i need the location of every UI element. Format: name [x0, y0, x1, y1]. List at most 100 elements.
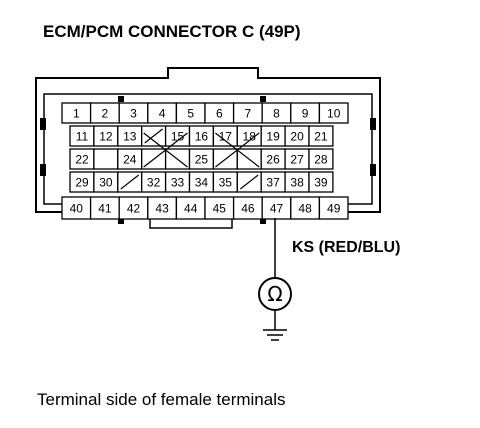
terminal-label: 26 [266, 153, 280, 167]
terminal-38: 38 [284, 171, 310, 193]
terminal-17: 17 [212, 125, 238, 147]
terminal-label: 34 [195, 176, 209, 190]
terminal-label: 10 [327, 107, 341, 121]
terminal-label: 42 [127, 202, 141, 216]
terminal-22: 22 [69, 148, 95, 170]
terminal-label: 43 [155, 202, 169, 216]
terminal-label: 5 [187, 107, 194, 121]
terminal-27: 27 [284, 148, 310, 170]
terminal-label: 11 [76, 130, 89, 144]
blocked-cavity-mark [120, 174, 140, 190]
terminal-label: 41 [98, 202, 112, 216]
terminal-40: 40 [61, 196, 92, 220]
ground-icon [263, 310, 287, 341]
ohmmeter-icon: Ω [258, 277, 292, 311]
terminal-empty [93, 148, 119, 170]
terminal-6: 6 [204, 102, 235, 124]
terminal-20: 20 [284, 125, 310, 147]
terminal-label: 44 [184, 202, 198, 216]
terminal-label: 15 [171, 130, 185, 144]
terminal-label: 7 [245, 107, 252, 121]
terminal-label: 32 [147, 176, 161, 190]
terminal-28: 28 [308, 148, 334, 170]
terminal-29: 29 [69, 171, 95, 193]
terminal-33: 33 [164, 171, 191, 193]
terminal-9: 9 [290, 102, 321, 124]
terminal-label: 4 [159, 107, 166, 121]
terminal-34: 34 [188, 171, 215, 193]
terminal-label: 40 [70, 202, 84, 216]
terminal-label: 24 [123, 153, 137, 167]
terminal-11: 11 [69, 125, 95, 147]
terminal-12: 12 [93, 125, 119, 147]
terminal-empty [141, 125, 167, 147]
terminal-21: 21 [308, 125, 334, 147]
terminal-5: 5 [175, 102, 206, 124]
terminal-8: 8 [261, 102, 292, 124]
terminal-19: 19 [260, 125, 286, 147]
terminal-label: 45 [213, 202, 227, 216]
terminal-label: 17 [219, 130, 233, 144]
terminal-label: 46 [241, 202, 255, 216]
terminal-label: 35 [219, 176, 233, 190]
terminal-label: 19 [266, 130, 280, 144]
terminal-label: 27 [290, 153, 304, 167]
terminal-label: 25 [195, 153, 209, 167]
terminal-label: 22 [75, 153, 89, 167]
terminal-32: 32 [141, 171, 167, 193]
terminal-label: 16 [195, 130, 209, 144]
terminal-empty [236, 171, 262, 193]
terminal-label: 3 [130, 107, 137, 121]
terminal-48: 48 [290, 196, 321, 220]
terminal-1: 1 [61, 102, 92, 124]
terminal-label: 18 [243, 130, 257, 144]
terminal-26: 26 [260, 148, 286, 170]
terminal-empty [117, 171, 143, 193]
terminal-4: 4 [147, 102, 178, 124]
terminal-39: 39 [308, 171, 334, 193]
terminal-16: 16 [188, 125, 215, 147]
connector-latches [40, 96, 376, 224]
ohm-symbol: Ω [267, 282, 282, 306]
terminal-label: 12 [99, 130, 113, 144]
terminal-label: 2 [102, 107, 109, 121]
terminal-label: 39 [314, 176, 328, 190]
terminal-45: 45 [204, 196, 235, 220]
terminal-label: 29 [75, 176, 89, 190]
terminal-10: 10 [318, 102, 349, 124]
blocked-cavity-mark [144, 128, 163, 144]
diagram-title: ECM/PCM CONNECTOR C (49P) [43, 22, 301, 41]
terminal-7: 7 [232, 102, 263, 124]
terminal-label: 20 [290, 130, 304, 144]
terminal-24: 24 [117, 148, 143, 170]
wire-label: KS (RED/BLU) [292, 239, 400, 256]
terminal-label: 30 [99, 176, 113, 190]
terminal-47: 47 [261, 196, 292, 220]
diagram-caption: Terminal side of female terminals [37, 390, 285, 409]
terminal-35: 35 [212, 171, 238, 193]
terminal-label: 8 [273, 107, 280, 121]
terminal-label: 1 [73, 107, 80, 121]
terminal-label: 37 [266, 176, 280, 190]
terminal-41: 41 [89, 196, 120, 220]
terminal-2: 2 [89, 102, 120, 124]
terminal-18: 18 [236, 125, 262, 147]
terminal-label: 13 [123, 130, 137, 144]
terminal-label: 9 [302, 107, 309, 121]
terminal-label: 48 [298, 202, 312, 216]
terminal-30: 30 [93, 171, 119, 193]
terminal-42: 42 [118, 196, 149, 220]
terminal-3: 3 [118, 102, 149, 124]
blocked-cavity-cross [215, 132, 260, 168]
terminal-25: 25 [188, 148, 215, 170]
terminal-label: 47 [270, 202, 284, 216]
terminal-label: 21 [314, 130, 328, 144]
terminal-label: 38 [290, 176, 304, 190]
blocked-cavity-cross [143, 132, 188, 168]
terminal-label: 6 [216, 107, 223, 121]
terminal-label: 28 [314, 153, 328, 167]
terminal-label: 33 [171, 176, 185, 190]
terminal-44: 44 [175, 196, 206, 220]
terminal-13: 13 [117, 125, 143, 147]
